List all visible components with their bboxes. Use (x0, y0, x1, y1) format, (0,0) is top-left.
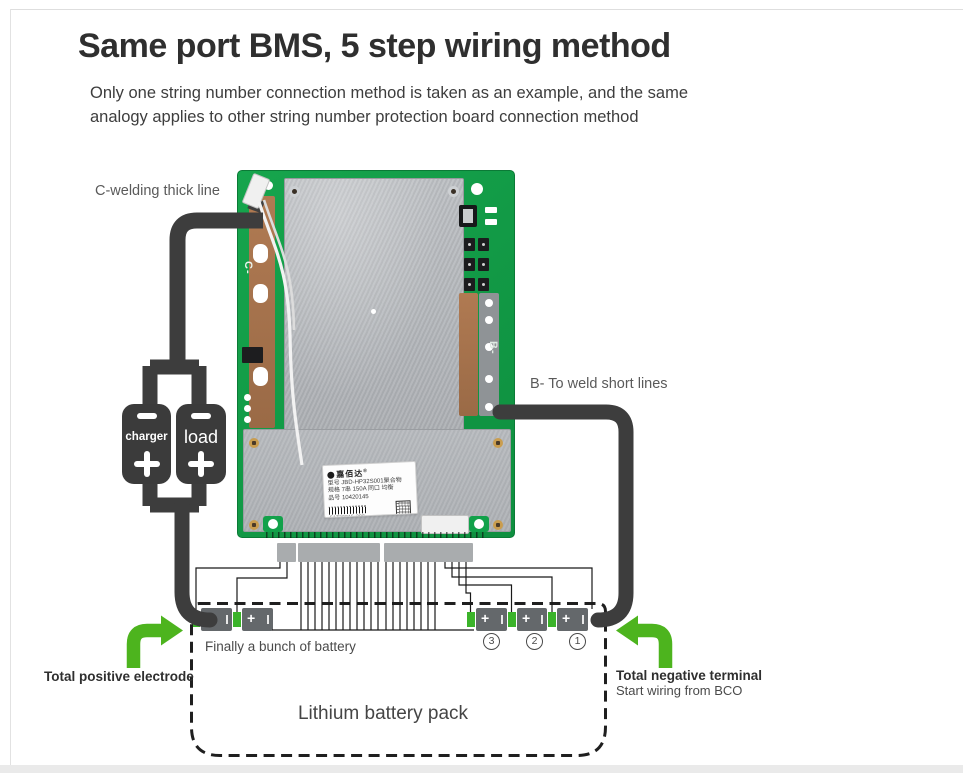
screw-hole-gold (493, 520, 503, 530)
battery-cell: + (557, 608, 588, 631)
screw-dot (292, 189, 297, 194)
plus-mark: + (247, 610, 256, 626)
pad-hole (485, 316, 493, 324)
minus-tick-icon (267, 615, 269, 624)
subtitle-line-1: Only one string number connection method… (90, 84, 689, 102)
pad-oval (253, 367, 268, 386)
pad-column-right (479, 293, 499, 416)
load-label: load (183, 427, 219, 447)
label-lithium-battery-pack: Lithium battery pack (297, 703, 469, 724)
mosfet (478, 278, 489, 291)
mount-tab (469, 516, 489, 532)
label-finally-batteries: Finally a bunch of battery (205, 639, 356, 654)
battery-terminal-green (467, 612, 475, 627)
plus-mark: + (562, 610, 571, 626)
tab-hole (474, 519, 484, 529)
charger-box: charger (122, 404, 171, 484)
pad-hole (244, 416, 251, 423)
battery-cell: + (201, 608, 232, 631)
label-c-welding-thick-line: C-welding thick line (95, 183, 220, 199)
label-b-weld-short-lines: B- To weld short lines (530, 376, 668, 392)
pad-hole (485, 403, 493, 411)
diode-component (242, 347, 263, 363)
screw-hole-gold (249, 438, 259, 448)
tab-hole (268, 519, 278, 529)
pad-oval (253, 284, 268, 303)
screw-dot (451, 189, 456, 194)
battery-cell: + (517, 608, 547, 631)
brand-logo-icon (327, 471, 335, 479)
minus-tick-icon (582, 615, 584, 624)
mosfet (464, 278, 475, 291)
pad-oval (253, 244, 268, 263)
product-label-sticker: 嘉佰达® 型号 JBD-HP32S001聚合物 规格 7串 150A 同口 均衡… (321, 460, 419, 519)
pad-hole (485, 375, 493, 383)
minus-tick-icon (501, 615, 503, 624)
copper-bus-right (459, 293, 478, 416)
mosfet (478, 258, 489, 271)
wire-connector-block (384, 543, 473, 562)
wiring-step-2: 2 (526, 633, 543, 650)
mosfet (478, 238, 489, 251)
page-bottom-strip (0, 765, 963, 773)
copper-bus-left (249, 196, 275, 428)
total-positive-arrow (126, 615, 183, 668)
mount-tab (263, 516, 283, 532)
component-metal (463, 209, 473, 223)
smd-pad (485, 219, 497, 225)
page-title: Same port BMS, 5 step wiring method (78, 27, 671, 65)
minus-tick-icon (541, 615, 543, 624)
battery-cell: + (476, 608, 507, 631)
pad-hole (264, 181, 273, 190)
plus-icon (188, 451, 214, 477)
minus-tick-icon (226, 615, 228, 624)
smd-pad (485, 207, 497, 213)
page-border-left (10, 9, 11, 765)
bms-pcb-board: C- B- 嘉佰达® 型号 JBD-HP32S001聚合物 规格 7串 150A… (237, 170, 515, 538)
charger-label: charger (125, 431, 168, 443)
b-minus-thick-wire (492, 404, 634, 628)
label-total-negative: Total negative terminal (616, 668, 763, 683)
plus-mark: + (522, 610, 531, 626)
pad-hole (485, 299, 493, 307)
qr-box (395, 500, 412, 517)
mosfet (464, 258, 475, 271)
wire-connector-block (298, 543, 380, 562)
solder-pin-row (266, 532, 486, 538)
wiring-step-3: 3 (483, 633, 500, 650)
subtitle-line-2: analogy applies to other string number p… (90, 108, 639, 126)
load-box: load (176, 404, 226, 484)
battery-cell: + (242, 608, 273, 631)
registered-mark: ® (363, 468, 369, 475)
battery-terminal-green (508, 612, 516, 627)
heatsink-plate-top (284, 178, 464, 431)
mosfet (464, 238, 475, 251)
brand-name: 嘉佰达 (336, 468, 364, 480)
pad-hole (244, 394, 251, 401)
pad-hole (485, 343, 493, 351)
silkscreen-c-minus: C- (242, 261, 254, 275)
battery-terminal-green (548, 612, 556, 627)
wiring-step-1: 1 (569, 633, 586, 650)
page-border-top (10, 9, 963, 10)
minus-icon (136, 413, 157, 419)
plus-icon (133, 451, 160, 477)
label-start-wiring: Start wiring from BCO (616, 683, 743, 698)
battery-terminal-green (233, 612, 241, 627)
screw-hole-gold (249, 520, 259, 530)
plus-mark: + (481, 610, 490, 626)
silkscreen-b-minus: B- (487, 341, 499, 355)
battery-terminal-green (192, 612, 200, 627)
label-total-positive: Total positive electrode (44, 669, 194, 684)
screw-hole-gold (493, 438, 503, 448)
positive-output-wire (174, 497, 218, 628)
wire-connector-block (277, 543, 296, 562)
plus-mark: + (206, 610, 215, 626)
minus-icon (191, 413, 211, 419)
pad-hole (244, 405, 251, 412)
pad-hole (471, 183, 483, 195)
total-negative-arrow (616, 615, 673, 668)
plate-center-dot (371, 309, 376, 314)
